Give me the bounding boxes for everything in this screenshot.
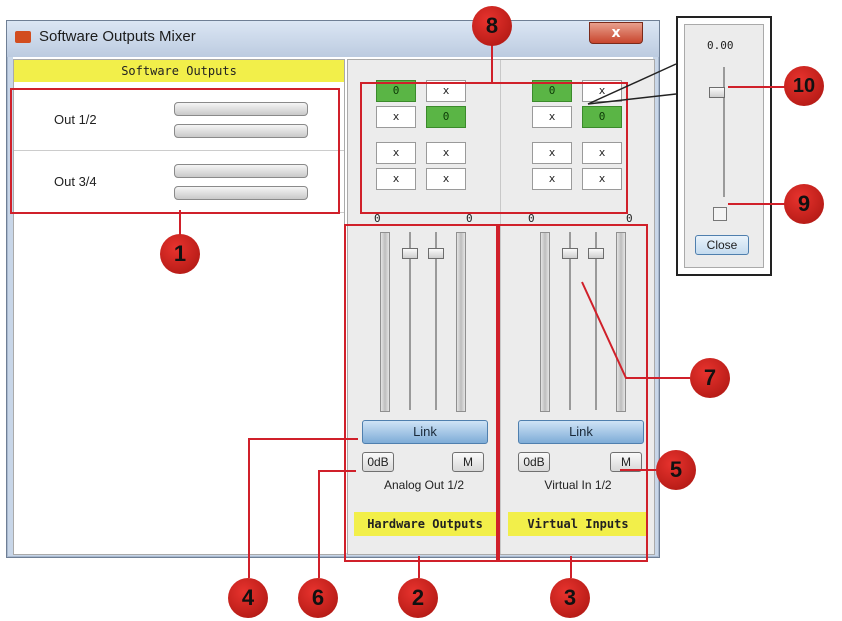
mixer-window: Software Outputs Mixer x Software Output… bbox=[6, 20, 660, 558]
callout-badge-9: 9 bbox=[784, 184, 824, 224]
callout-badge-1: 1 bbox=[160, 234, 200, 274]
matrix-cell[interactable]: x bbox=[532, 142, 572, 164]
zoom-close-button[interactable]: Close bbox=[695, 235, 749, 255]
callout-line-10 bbox=[728, 86, 786, 88]
hardware-channel-label: Analog Out 1/2 bbox=[383, 478, 465, 492]
window-title: Software Outputs Mixer bbox=[39, 28, 196, 45]
output-label: Out 1/2 bbox=[54, 112, 97, 127]
matrix-cell[interactable]: x bbox=[376, 142, 416, 164]
window-client: Software Outputs Out 1/2 Out 3/4 0 x x 0… bbox=[13, 57, 655, 555]
callout-badge-8: 8 bbox=[472, 6, 512, 46]
matrix-cell[interactable]: x bbox=[376, 106, 416, 128]
callout-line-6-horizontal bbox=[318, 470, 356, 472]
zoom-detail-panel: 0.00 Close bbox=[676, 16, 772, 276]
virtual-level-right: 0 bbox=[626, 212, 633, 225]
level-meter-left bbox=[174, 164, 308, 178]
zoom-fader-rail bbox=[723, 67, 725, 197]
matrix-cell[interactable]: 0 bbox=[582, 106, 622, 128]
zoom-pointer-line-2 bbox=[587, 93, 677, 105]
hardware-fader-rail-left bbox=[409, 232, 411, 410]
zoom-inner: 0.00 Close bbox=[684, 24, 764, 268]
virtual-mute-button[interactable]: M bbox=[610, 452, 642, 472]
callout-badge-3: 3 bbox=[550, 578, 590, 618]
callout-line-4-vertical bbox=[248, 438, 250, 578]
callout-box-hardware-outputs bbox=[344, 224, 498, 562]
matrix-cell[interactable]: x bbox=[582, 80, 622, 102]
virtual-level-left: 0 bbox=[528, 212, 535, 225]
app-icon bbox=[15, 31, 31, 43]
matrix-cell[interactable]: x bbox=[376, 168, 416, 190]
virtual-fader-rail-right bbox=[595, 232, 597, 410]
zoom-value: 0.00 bbox=[707, 39, 734, 52]
section-divider bbox=[500, 60, 501, 554]
hardware-outputs-label: Hardware Outputs bbox=[354, 512, 496, 536]
output-label: Out 3/4 bbox=[54, 174, 97, 189]
hardware-mute-button[interactable]: M bbox=[452, 452, 484, 472]
callout-box-virtual-inputs bbox=[498, 224, 648, 562]
software-outputs-header: Software Outputs bbox=[14, 60, 344, 82]
hardware-meter-left bbox=[380, 232, 390, 412]
hardware-fader-right[interactable] bbox=[428, 248, 444, 259]
virtual-channel-label: Virtual In 1/2 bbox=[544, 478, 612, 492]
zoom-pointer-line bbox=[587, 63, 677, 105]
matrix-cell[interactable]: x bbox=[426, 168, 466, 190]
callout-box-software-outputs bbox=[10, 88, 340, 214]
callout-box-matrix bbox=[360, 82, 628, 214]
callout-badge-7: 7 bbox=[690, 358, 730, 398]
hardware-link-button[interactable]: Link bbox=[362, 420, 488, 444]
level-meter-right bbox=[174, 124, 308, 138]
virtual-fader-right[interactable] bbox=[588, 248, 604, 259]
matrix-cell[interactable]: x bbox=[426, 142, 466, 164]
title-bar[interactable]: Software Outputs Mixer x bbox=[7, 21, 659, 57]
virtual-fader-rail-left bbox=[569, 232, 571, 410]
level-meter-right bbox=[174, 186, 308, 200]
callout-lines-svg bbox=[581, 63, 690, 379]
callout-badge-4: 4 bbox=[228, 578, 268, 618]
output-row-1[interactable]: Out 1/2 bbox=[14, 90, 344, 151]
matrix-cell[interactable]: x bbox=[582, 168, 622, 190]
callout-line-7 bbox=[581, 281, 690, 379]
hardware-fader-rail-right bbox=[435, 232, 437, 410]
callout-line-3 bbox=[570, 556, 572, 578]
callout-line-8 bbox=[491, 40, 493, 84]
virtual-link-button[interactable]: Link bbox=[518, 420, 644, 444]
virtual-fader-left[interactable] bbox=[562, 248, 578, 259]
callout-line-9 bbox=[728, 203, 786, 205]
zoom-fader-thumb[interactable] bbox=[709, 87, 725, 98]
hardware-fader-left[interactable] bbox=[402, 248, 418, 259]
callout-badge-2: 2 bbox=[398, 578, 438, 618]
callout-line-6-vertical bbox=[318, 470, 320, 578]
callout-line-5 bbox=[620, 469, 656, 471]
callout-badge-10: 10 bbox=[784, 66, 824, 106]
virtual-meter-left bbox=[540, 232, 550, 412]
software-outputs-panel: Software Outputs Out 1/2 Out 3/4 bbox=[13, 59, 345, 555]
callout-line-2 bbox=[418, 556, 420, 578]
virtual-0db-button[interactable]: 0dB bbox=[518, 452, 550, 472]
mixer-area: 0 x x 0 x x x x 0 x x 0 x x x x 0 0 bbox=[347, 59, 655, 555]
hardware-level-right: 0 bbox=[466, 212, 473, 225]
close-button[interactable]: x bbox=[589, 22, 643, 44]
matrix-cell[interactable]: 0 bbox=[532, 80, 572, 102]
callout-badge-5: 5 bbox=[656, 450, 696, 490]
matrix-cell[interactable]: 0 bbox=[426, 106, 466, 128]
callout-line-1 bbox=[179, 210, 181, 236]
matrix-cell[interactable]: x bbox=[426, 80, 466, 102]
callout-line-4-horizontal bbox=[248, 438, 358, 440]
virtual-inputs-label: Virtual Inputs bbox=[508, 512, 648, 536]
matrix-cell[interactable]: x bbox=[532, 106, 572, 128]
callout-badge-6: 6 bbox=[298, 578, 338, 618]
matrix-cell[interactable]: 0 bbox=[376, 80, 416, 102]
level-meter-left bbox=[174, 102, 308, 116]
matrix-cell[interactable]: x bbox=[532, 168, 572, 190]
zoom-mute-checkbox[interactable] bbox=[713, 207, 727, 221]
hardware-level-left: 0 bbox=[374, 212, 381, 225]
virtual-meter-right bbox=[616, 232, 626, 412]
hardware-0db-button[interactable]: 0dB bbox=[362, 452, 394, 472]
hardware-meter-right bbox=[456, 232, 466, 412]
matrix-cell[interactable]: x bbox=[582, 142, 622, 164]
